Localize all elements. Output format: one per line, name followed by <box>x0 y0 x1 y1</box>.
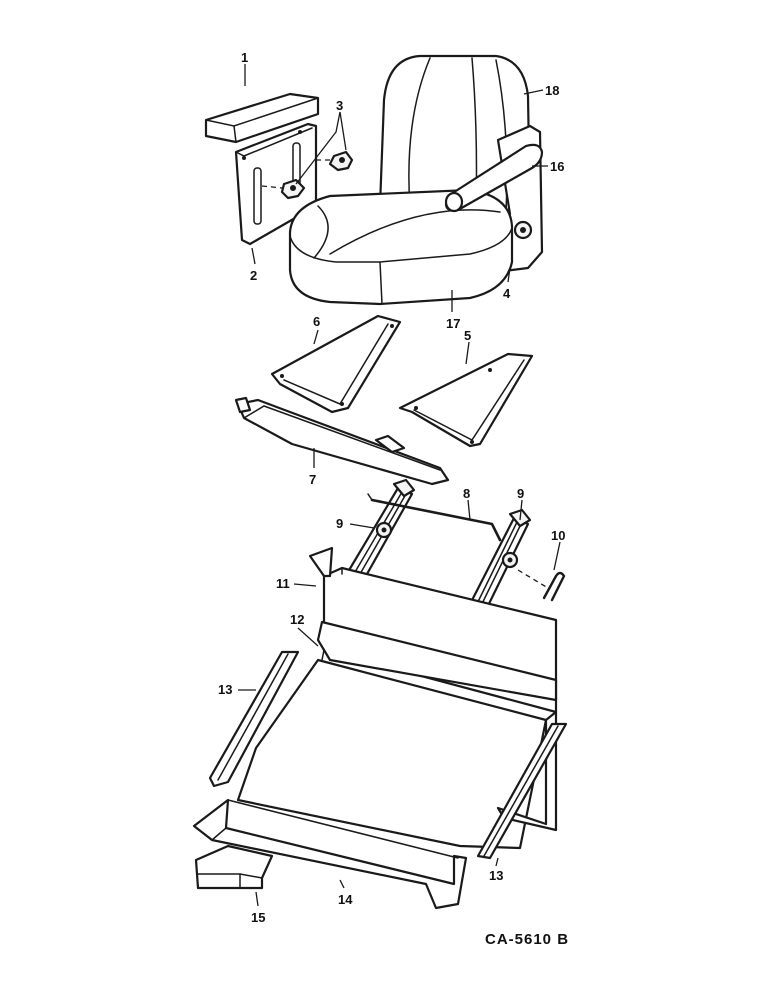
pin <box>517 569 566 602</box>
side-rail-right <box>476 722 568 860</box>
spacer-block <box>194 844 274 890</box>
callout-3: 3 <box>336 98 343 113</box>
armrest-pad <box>204 92 320 144</box>
side-rail-left <box>208 650 300 788</box>
callout-18: 18 <box>545 83 559 98</box>
callout-5: 5 <box>464 328 471 343</box>
seat-bottom-cushion <box>288 188 514 306</box>
callout-4: 4 <box>503 286 511 301</box>
callout-8: 8 <box>463 486 470 501</box>
callout-10: 10 <box>551 528 565 543</box>
mounting-plate <box>234 396 450 486</box>
callout-9-left: 9 <box>336 516 343 531</box>
callout-2: 2 <box>250 268 257 283</box>
callout-9-right: 9 <box>517 486 524 501</box>
front-cross-plate <box>192 798 468 910</box>
callout-1: 1 <box>241 50 248 65</box>
drawing-number: CA-5610 B <box>485 931 569 948</box>
connecting-rod <box>367 493 502 542</box>
callout-13-right: 13 <box>489 868 503 883</box>
callout-17: 17 <box>446 316 460 331</box>
callout-12: 12 <box>290 612 304 627</box>
callout-6: 6 <box>313 314 320 329</box>
triangle-bracket-right <box>398 352 534 448</box>
adjustment-knobs <box>261 150 354 200</box>
leader-lines <box>238 64 561 907</box>
callout-16: 16 <box>550 159 564 174</box>
callout-15: 15 <box>251 910 265 925</box>
floor-panel <box>236 620 558 850</box>
callout-7: 7 <box>309 472 316 487</box>
slide-rail-left <box>338 478 416 596</box>
callout-labels: 1 2 3 4 5 6 7 8 9 9 10 11 12 13 13 14 15… <box>218 50 565 925</box>
callout-13-left: 13 <box>218 682 232 697</box>
callout-11: 11 <box>276 576 290 591</box>
armrest-arm <box>444 143 544 213</box>
callout-14: 14 <box>338 892 353 907</box>
triangle-bracket-left <box>270 314 402 414</box>
